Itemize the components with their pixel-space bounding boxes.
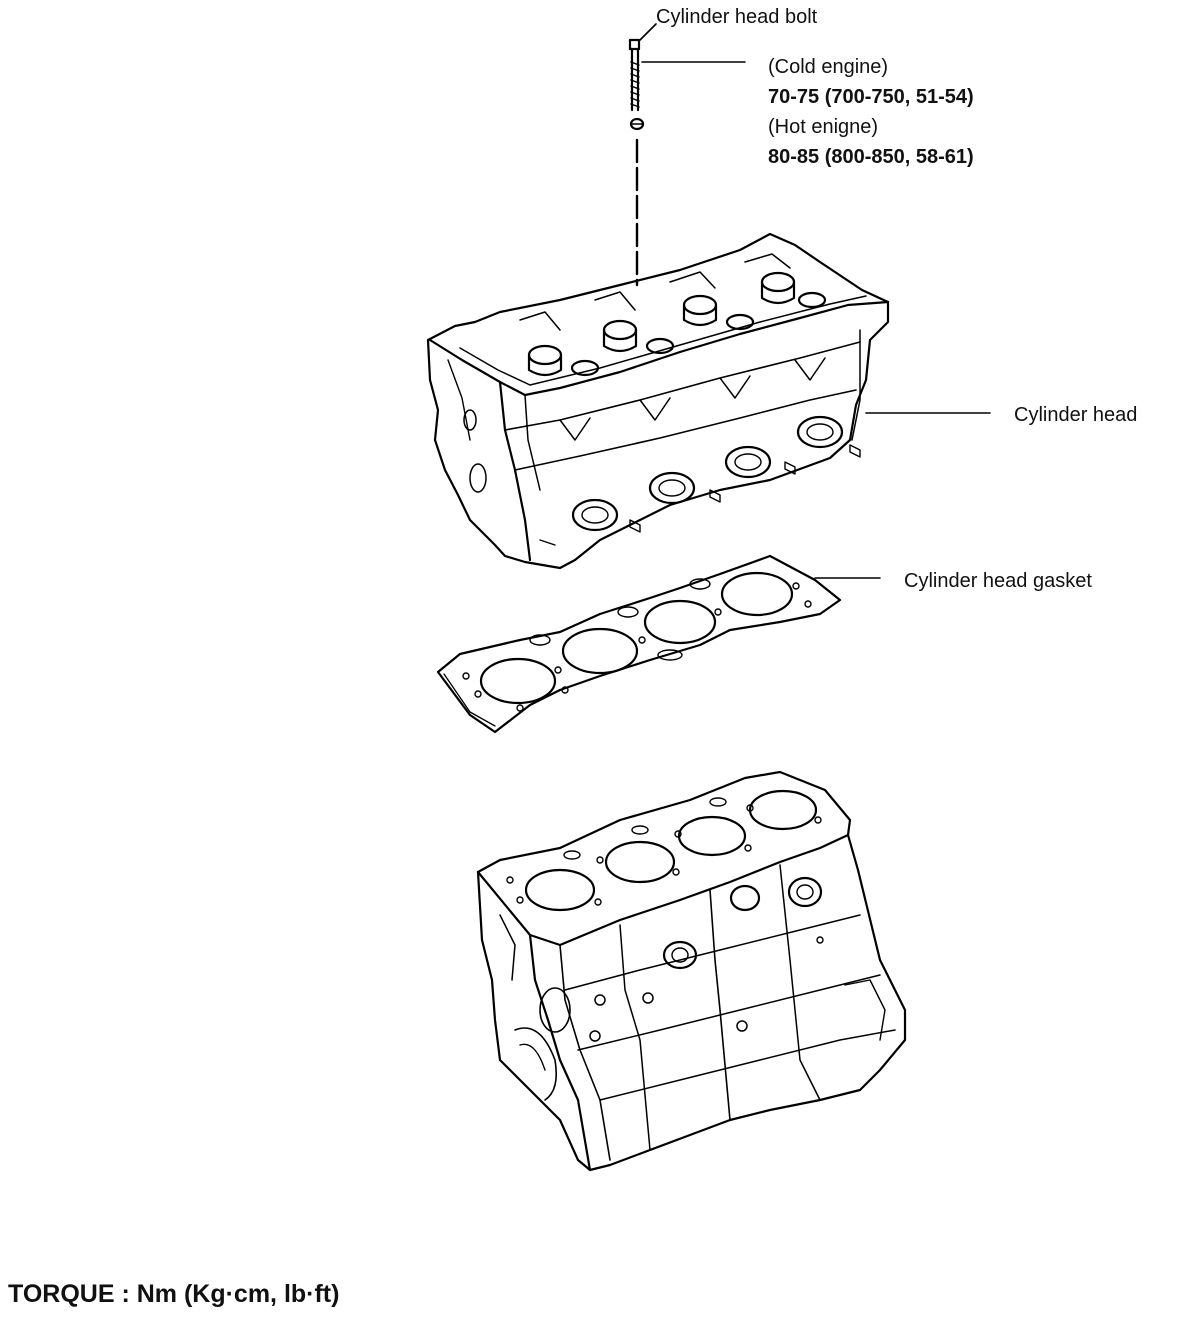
hot-engine-label: (Hot enigne) [768, 116, 879, 138]
cylinder-head-label: Cylinder head [1014, 404, 1138, 426]
cold-engine-torque-value: 70-75 (700-750, 51-54) [768, 86, 974, 108]
bolt-leader-lines [639, 23, 746, 63]
cylinder-head [426, 232, 890, 570]
hot-engine-torque-value: 80-85 (800-850, 58-61) [768, 146, 974, 168]
cylinder-head-gasket [436, 554, 842, 734]
torque-units-caption: TORQUE : Nm (Kg·cm, lb·ft) [8, 1280, 340, 1308]
cylinder-block [476, 770, 907, 1172]
bolt-torque-spec: (Cold engine) 70-75 (700-750, 51-54) (Ho… [768, 52, 974, 172]
cylinder-head-gasket-label: Cylinder head gasket [904, 570, 1092, 592]
cylinder-head-bolt [628, 38, 645, 287]
cold-engine-label: (Cold engine) [768, 56, 889, 78]
cylinder-head-bolt-label: Cylinder head bolt [656, 6, 818, 28]
